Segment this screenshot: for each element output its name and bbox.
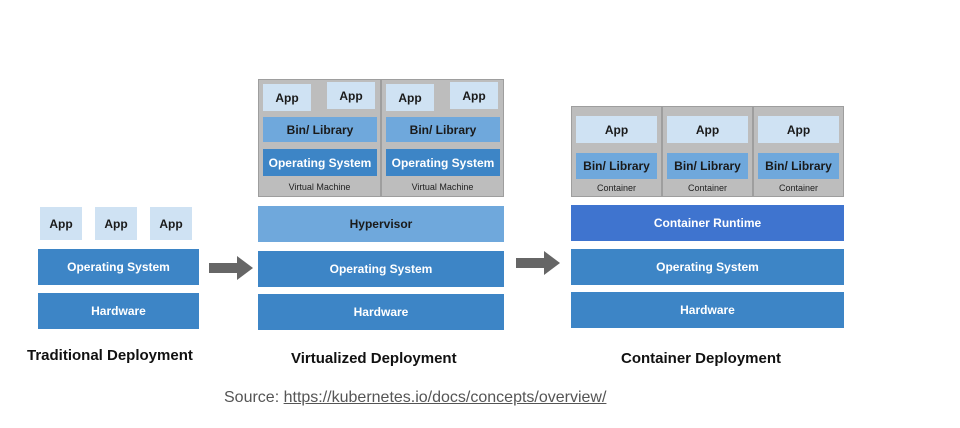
c2-bin-library: Bin/ Library [667,153,748,179]
c3-app: App [758,116,839,143]
vm1-label: Virtual Machine [288,182,351,192]
trad-caption: Traditional Deployment [27,347,193,364]
trad-app-1: App [40,207,82,240]
virt-hardware-layer: Hardware [258,294,504,330]
source-line: Source: https://kubernetes.io/docs/conce… [224,389,606,407]
vm2-label: Virtual Machine [411,182,474,192]
vm2-app-1: App [386,84,434,111]
c2-app: App [667,116,748,143]
source-link[interactable]: https://kubernetes.io/docs/concepts/over… [283,389,607,406]
vm1-app-1: App [263,84,311,111]
container-runtime-layer: Container Runtime [571,205,844,241]
c3-bin-library: Bin/ Library [758,153,839,179]
vm2-bin-library: Bin/ Library [386,117,500,142]
cont-hardware-layer: Hardware [571,292,844,328]
cont-os-layer: Operating System [571,249,844,285]
source-prefix: Source: [224,389,284,406]
trad-os-layer: Operating System [38,249,199,285]
virt-caption: Virtualized Deployment [291,350,457,367]
c3-label: Container [778,183,819,193]
c1-app: App [576,116,657,143]
c2-label: Container [687,183,728,193]
vm1-app-2: App [327,82,375,109]
trad-hardware-layer: Hardware [38,293,199,329]
arrow-right-icon [209,256,253,280]
trad-app-2: App [95,207,137,240]
hypervisor-layer: Hypervisor [258,206,504,242]
vm1-bin-library: Bin/ Library [263,117,377,142]
arrow-right-icon [516,251,560,275]
vm2-app-2: App [450,82,498,109]
trad-app-3: App [150,207,192,240]
c1-bin-library: Bin/ Library [576,153,657,179]
virt-os-layer: Operating System [258,251,504,287]
c1-label: Container [596,183,637,193]
vm1-os: Operating System [263,149,377,176]
cont-caption: Container Deployment [621,350,782,367]
vm2-os: Operating System [386,149,500,176]
